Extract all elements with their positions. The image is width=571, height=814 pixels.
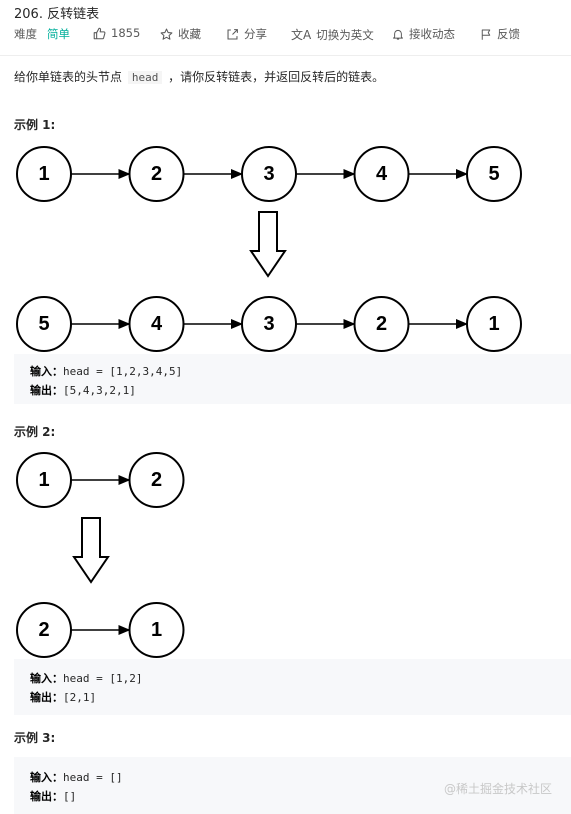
switch-language-button[interactable]: 文A 切换为英文 [291, 26, 374, 43]
feedback-button[interactable]: 反馈 [480, 26, 520, 42]
share-label: 分享 [244, 27, 267, 41]
bell-icon [393, 29, 403, 40]
example-2-reversed-node-1-value: 2 [38, 619, 49, 641]
example-3-input-label: 输入： [30, 771, 63, 784]
example-3-output-value: [] [63, 790, 77, 803]
notify-label: 接收动态 [409, 27, 455, 41]
example-1-input-line: 输入：head = [1,2,3,4,5] [30, 363, 182, 379]
example-2-reversed-node-2-value: 1 [151, 619, 162, 641]
problem-description: 给你单链表的头节点 head ，请你反转链表，并返回反转后的链表。 [14, 68, 384, 85]
example-1-reversed-node-1-value: 5 [38, 313, 49, 335]
example-2-reverse-arrow [72, 517, 110, 584]
example-1-original-node-5 [466, 146, 522, 202]
feedback-label: 反馈 [497, 27, 520, 41]
example-1-original-node-1-value: 1 [38, 163, 49, 185]
example-2-output-value: [2,1] [63, 691, 97, 704]
notify-button[interactable]: 接收动态 [392, 26, 455, 42]
example-1-original-node-4-value: 4 [376, 163, 388, 185]
problem-title: 206. 反转链表 [14, 7, 100, 22]
difficulty-badge: 简单 [47, 27, 70, 41]
difficulty-label: 难度 [14, 27, 37, 41]
translate-icon: 文A [291, 28, 312, 42]
description-text-end: ，请你反转链表，并返回反转后的链表。 [168, 70, 385, 84]
example-1-output-line: 输出：[5,4,3,2,1] [30, 382, 136, 398]
example-3-label: 示例 3: [14, 731, 56, 745]
example-1-reversed-node-2-value: 4 [151, 313, 163, 335]
example-1-original-node-3-value: 3 [263, 163, 274, 185]
flag-icon [481, 29, 491, 40]
example-2-output-label: 输出： [30, 691, 63, 704]
example-2-reversed-node-2 [128, 602, 185, 658]
example-3-output-line: 输出：[] [30, 788, 76, 804]
example-2-original-node-2 [128, 452, 185, 508]
description-code: head [127, 71, 163, 84]
example-1-output-value: [5,4,3,2,1] [63, 384, 136, 397]
example-3-input-value: head = [] [63, 771, 123, 784]
watermark: @稀土掘金技术社区 [444, 782, 553, 796]
example-1-original-node-5-value: 5 [488, 163, 499, 185]
like-count: 1855 [111, 26, 141, 40]
thumbs-up-icon [93, 27, 106, 39]
example-1-reversed-node-4-value: 2 [376, 313, 387, 335]
header-divider [0, 55, 571, 56]
example-2-label: 示例 2: [14, 425, 56, 439]
example-1-input-value: head = [1,2,3,4,5] [63, 365, 183, 378]
example-2-original-node-2-value: 2 [151, 469, 162, 491]
difficulty: 难度 简单 [14, 26, 70, 42]
example-1-label: 示例 1: [14, 118, 56, 132]
example-1-reverse-arrow [249, 211, 287, 278]
share-button[interactable]: 分享 [226, 26, 267, 42]
example-2-input-label: 输入： [30, 672, 63, 685]
share-icon [227, 28, 238, 39]
favorite-button[interactable]: 收藏 [160, 26, 201, 42]
example-1-reversed-node-3-value: 3 [263, 313, 274, 335]
example-1-reversed-node-5 [466, 296, 522, 352]
example-3-io-block: 输入：head = [] 输出：[] [14, 757, 571, 814]
example-2-input-value: head = [1,2] [63, 672, 143, 685]
star-icon [160, 28, 173, 40]
switch-language-label: 切换为英文 [316, 27, 374, 42]
example-1-io-block: 输入：head = [1,2,3,4,5] 输出：[5,4,3,2,1] [14, 354, 571, 404]
example-1-reversed-node-5-value: 1 [488, 313, 499, 335]
example-2-input-line: 输入：head = [1,2] [30, 670, 142, 686]
example-1-input-label: 输入： [30, 365, 63, 378]
like-button[interactable]: 1855 [93, 26, 140, 40]
example-2-output-line: 输出：[2,1] [30, 689, 96, 705]
example-2-original-node-1-value: 1 [38, 469, 49, 491]
example-1-output-label: 输出： [30, 384, 63, 397]
description-text-start: 给你单链表的头节点 [14, 70, 123, 84]
example-1-original-node-2-value: 2 [151, 163, 162, 185]
example-3-input-line: 输入：head = [] [30, 769, 123, 785]
favorite-label: 收藏 [178, 27, 201, 41]
example-2-io-block: 输入：head = [1,2] 输出：[2,1] [14, 659, 571, 715]
example-3-output-label: 输出： [30, 790, 63, 803]
